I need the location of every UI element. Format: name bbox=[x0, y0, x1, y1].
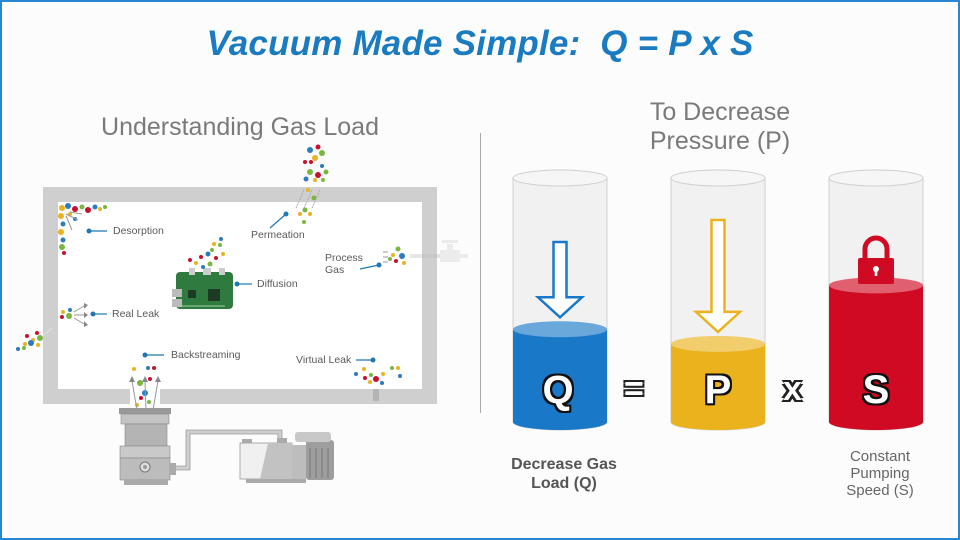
fill-bottom bbox=[513, 414, 607, 430]
right-heading-line1: To Decrease bbox=[649, 98, 791, 126]
caption-q-line1: Decrease Gas bbox=[511, 456, 617, 473]
right-heading: To Decrease Pressure (P) bbox=[600, 98, 840, 156]
real-leak-pointer bbox=[90, 311, 107, 317]
circuit-board-icon bbox=[172, 268, 233, 309]
panel-divider bbox=[480, 133, 481, 413]
diffusion-molecules-icon bbox=[188, 237, 225, 269]
label-diffusion: Diffusion bbox=[257, 278, 298, 290]
label-real-leak: Real Leak bbox=[112, 308, 160, 320]
label-process-gas: Process Gas bbox=[325, 252, 363, 276]
virtual-leak-molecules-icon bbox=[354, 366, 402, 401]
right-heading-line2: Pressure (P) bbox=[649, 127, 791, 155]
glass-cylinder-rim bbox=[512, 169, 608, 187]
slide-title: Vacuum Made Simple: Q = P x S bbox=[0, 24, 960, 64]
glass-cylinder-rim bbox=[670, 169, 766, 187]
equals-sign: = bbox=[624, 370, 644, 408]
process-gas-pointer bbox=[359, 262, 382, 270]
foreline-hose bbox=[176, 430, 282, 470]
caption-s-line2: Pumping bbox=[850, 465, 910, 482]
letter-s: S bbox=[862, 368, 890, 412]
fill-level-s bbox=[829, 285, 923, 422]
down-arrow-icon bbox=[534, 240, 586, 319]
turbo-pump-icon bbox=[119, 408, 176, 485]
diffusion-pointer bbox=[234, 281, 252, 287]
glass-cylinder-rim bbox=[828, 169, 924, 187]
desorption-pointer bbox=[86, 228, 107, 234]
fill-bottom bbox=[671, 414, 765, 430]
fill-surface-q bbox=[513, 321, 607, 338]
fill-surface-p bbox=[671, 335, 765, 352]
virtual-leak-pointer bbox=[356, 357, 376, 363]
fill-bottom bbox=[829, 414, 923, 430]
left-heading: Understanding Gas Load bbox=[101, 113, 379, 141]
foreline-hose-edge bbox=[176, 429, 283, 471]
permeation-pointer bbox=[269, 211, 289, 229]
label-process-gas-line2: Gas bbox=[325, 264, 345, 276]
label-virtual-leak: Virtual Leak bbox=[296, 354, 352, 366]
caption-s-line1: Constant bbox=[849, 448, 911, 465]
lock-keyhole-slot bbox=[874, 269, 878, 276]
gas-valve-icon bbox=[410, 240, 468, 262]
caption-s-line3: Speed (S) bbox=[846, 482, 914, 499]
label-permeation: Permeation bbox=[251, 229, 305, 241]
down-arrow-icon bbox=[692, 218, 744, 334]
label-process-gas-line1: Process bbox=[325, 252, 363, 264]
process-gas-molecules-icon bbox=[383, 246, 406, 265]
fill-level-q bbox=[513, 329, 607, 422]
title-text: Vacuum Made Simple: Q = P x S bbox=[206, 24, 754, 63]
times-sign: x bbox=[783, 370, 802, 408]
fill-surface-s bbox=[829, 277, 923, 294]
chamber-interior bbox=[58, 202, 422, 389]
desorption-molecules-icon bbox=[58, 203, 107, 255]
backstreaming-pointer bbox=[142, 352, 164, 358]
caption-q-line2: Load (Q) bbox=[531, 475, 597, 492]
caption-s: Constant Pumping Speed (S) bbox=[820, 448, 940, 499]
permeation-molecules-icon bbox=[295, 144, 329, 224]
label-backstreaming: Backstreaming bbox=[171, 349, 241, 361]
letter-p: P bbox=[704, 368, 732, 412]
caption-q: Decrease Gas Load (Q) bbox=[484, 455, 644, 493]
rotary-pump-icon bbox=[239, 432, 334, 483]
label-desorption: Desorption bbox=[113, 225, 164, 237]
lock-shackle bbox=[862, 235, 890, 258]
letter-q: Q bbox=[542, 368, 574, 412]
backstreaming-molecules-icon bbox=[129, 366, 161, 411]
fill-level-p bbox=[671, 343, 765, 422]
real-leak-molecules-icon bbox=[16, 303, 88, 351]
